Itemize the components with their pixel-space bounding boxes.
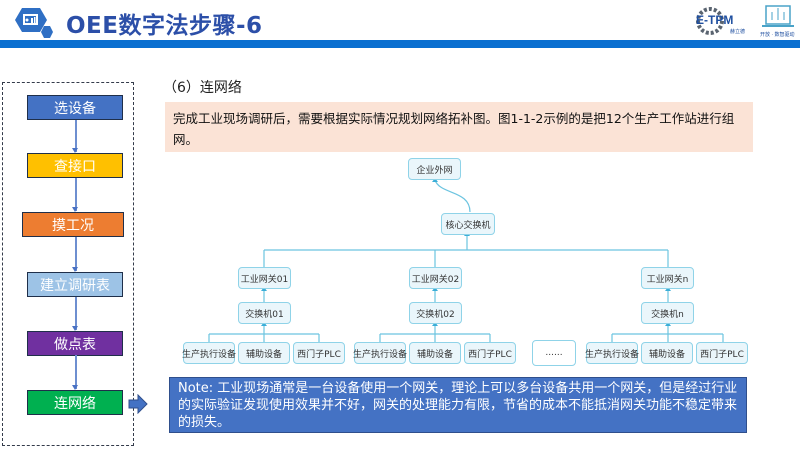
node-device: 辅助设备 xyxy=(641,342,693,364)
svg-text:E-TPM: E-TPM xyxy=(696,13,733,27)
step-connector xyxy=(72,237,78,272)
e-tpm-logo: E-TPM 赫立德 xyxy=(694,6,754,36)
node-switch: 交换机01 xyxy=(238,302,291,324)
page-title: OEE数字法步骤-6 xyxy=(66,13,263,39)
note-box: Note: 工业现场通常是一台设备使用一个网关，理论上可以多台设备共用一个网关，… xyxy=(169,377,747,433)
step-check-interface[interactable]: 查接口 xyxy=(27,153,123,178)
step-select-equipment[interactable]: 选设备 xyxy=(27,95,123,120)
laptop-circuit-logo: 开放 · 数智驱动 xyxy=(758,2,800,38)
node-gateway: 工业网关n xyxy=(641,267,694,289)
node-device: 辅助设备 xyxy=(238,342,290,364)
node-device: 生产执行设备 xyxy=(353,342,407,364)
steps-panel: 选设备 查接口 摸工况 建立调研表 做点表 连网络 xyxy=(2,82,134,446)
section-title: （6）连网络 xyxy=(163,80,242,96)
step-survey-conditions[interactable]: 摸工况 xyxy=(22,212,124,237)
step-connector xyxy=(72,355,78,390)
node-device: 西门子PLC xyxy=(293,342,345,364)
node-core-switch: 核心交换机 xyxy=(441,213,495,235)
step-connector xyxy=(72,297,78,331)
node-gateway: 工业网关01 xyxy=(238,267,291,289)
step-connect-network[interactable]: 连网络 xyxy=(27,390,123,415)
step-make-point-table[interactable]: 做点表 xyxy=(27,331,123,356)
step-connector xyxy=(72,120,78,153)
node-enterprise-network: 企业外网 xyxy=(408,158,461,180)
header-bar xyxy=(0,40,800,48)
svg-text:开放 · 数智驱动: 开放 · 数智驱动 xyxy=(760,31,794,38)
node-device: 西门子PLC xyxy=(464,342,516,364)
right-arrow-icon xyxy=(128,393,148,415)
presentation-hexagon-icon xyxy=(14,6,54,40)
node-switch: 交换机n xyxy=(641,302,694,324)
step-build-survey-table[interactable]: 建立调研表 xyxy=(27,272,123,297)
node-device: 辅助设备 xyxy=(409,342,461,364)
description-box: 完成工业现场调研后，需要根据实际情况规划网络拓补图。图1-1-2示例的是把12个… xyxy=(165,102,753,152)
step-connector xyxy=(72,178,78,212)
node-gateway: 工业网关02 xyxy=(409,267,462,289)
node-device: 生产执行设备 xyxy=(182,342,236,364)
svg-text:赫立德: 赫立德 xyxy=(730,28,745,35)
node-switch: 交换机02 xyxy=(409,302,462,324)
node-device: 生产执行设备 xyxy=(585,342,639,364)
node-device: 西门子PLC xyxy=(696,342,748,364)
node-ellipsis: ...... xyxy=(532,340,576,366)
